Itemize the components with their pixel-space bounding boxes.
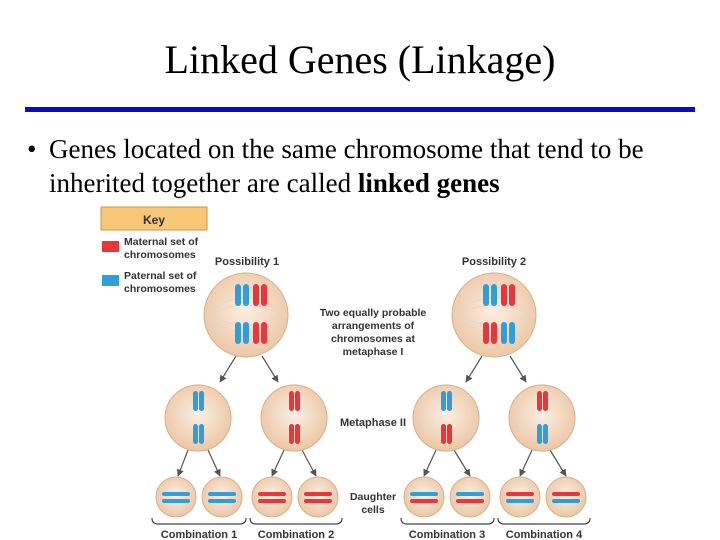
paternal-label-2: chromosomes xyxy=(124,283,196,295)
cell-possibility-1 xyxy=(203,272,289,358)
center-note-2: arrangements of xyxy=(332,320,415,332)
cell-metaphase-ii-1 xyxy=(164,384,232,452)
center-note-4: metaphase I xyxy=(343,346,404,358)
cell-metaphase-ii-3 xyxy=(412,384,480,452)
metaphase-ii-label: Metaphase II xyxy=(340,417,406,429)
daughter-cells-label-1: Daughter xyxy=(350,491,396,503)
combination-4-label: Combination 4 xyxy=(506,529,583,540)
paternal-label-1: Paternal set of xyxy=(124,270,197,282)
maternal-label-2: chromosomes xyxy=(124,249,196,261)
bullet-body: Genes located on the same chromosome tha… xyxy=(49,134,644,198)
center-note-1: Two equally probable xyxy=(320,307,427,319)
combination-2-label: Combination 2 xyxy=(258,529,334,540)
maternal-swatch xyxy=(102,241,119,252)
daughter-cells-label-2: cells xyxy=(361,504,385,516)
center-note-3: chromosomes at xyxy=(331,333,416,345)
chromosome-pair-top xyxy=(235,284,267,344)
legend-key: Key Maternal set of chromosomes Paternal… xyxy=(100,206,208,295)
bullet-marker: • xyxy=(27,134,37,164)
cell-metaphase-ii-4 xyxy=(508,384,576,452)
cell-possibility-2 xyxy=(451,272,537,358)
daughter-cells xyxy=(155,476,587,518)
slide-title: Linked Genes (Linkage) xyxy=(164,37,556,82)
possibility-1-label: Possibility 1 xyxy=(215,256,279,268)
possibility-2-label: Possibility 2 xyxy=(462,256,526,268)
combination-1-label: Combination 1 xyxy=(161,529,237,540)
cell-metaphase-ii-2 xyxy=(260,384,328,452)
center-note: Two equally probable arrangements of chr… xyxy=(320,307,427,358)
paternal-swatch xyxy=(102,275,119,286)
arrows xyxy=(176,355,567,477)
title-divider xyxy=(25,107,695,112)
key-header: Key xyxy=(143,213,165,227)
bullet-text: Genes located on the same chromosome tha… xyxy=(49,132,709,200)
combination-brackets xyxy=(151,517,591,525)
combination-3-label: Combination 3 xyxy=(409,529,485,540)
key-header-box xyxy=(100,206,208,231)
bullet-emphasis: linked genes xyxy=(357,168,500,198)
maternal-label-1: Maternal set of xyxy=(124,236,199,248)
